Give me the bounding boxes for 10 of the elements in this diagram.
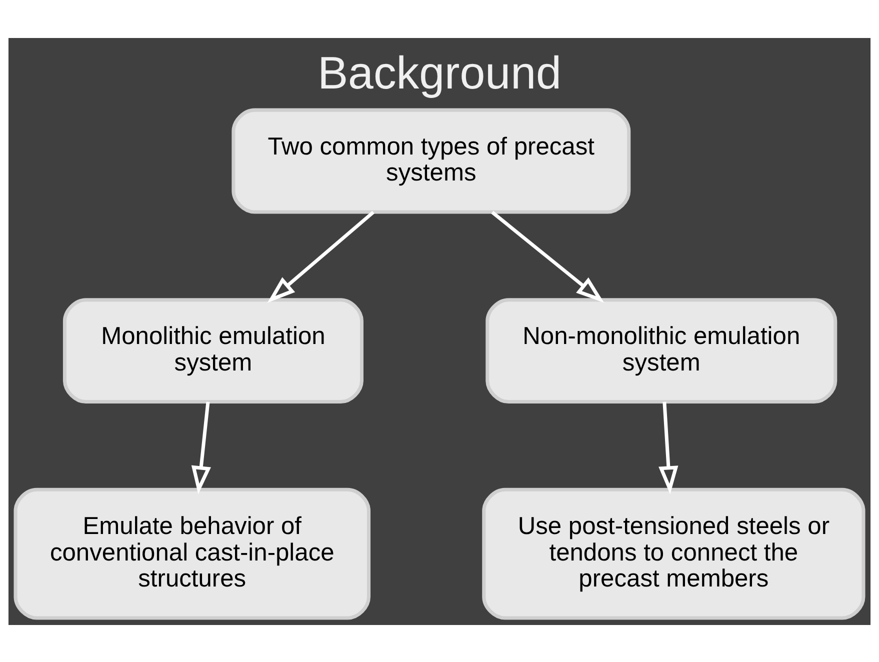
node-box: Use post-tensioned steels or tendons to connect the precast members bbox=[482, 487, 866, 620]
node-box: Monolithic emulation system bbox=[62, 298, 364, 404]
arrow bbox=[191, 401, 211, 494]
diagram-title: Background bbox=[318, 47, 562, 98]
arrow bbox=[658, 401, 678, 494]
arrow bbox=[491, 210, 604, 302]
node-box: Non-monolithic emulation system bbox=[486, 298, 838, 404]
arrow bbox=[267, 210, 374, 302]
node-box: Emulate behavior of conventional cast-in-place structures bbox=[14, 487, 371, 620]
node-box: Two common types of precast systems bbox=[232, 108, 631, 214]
